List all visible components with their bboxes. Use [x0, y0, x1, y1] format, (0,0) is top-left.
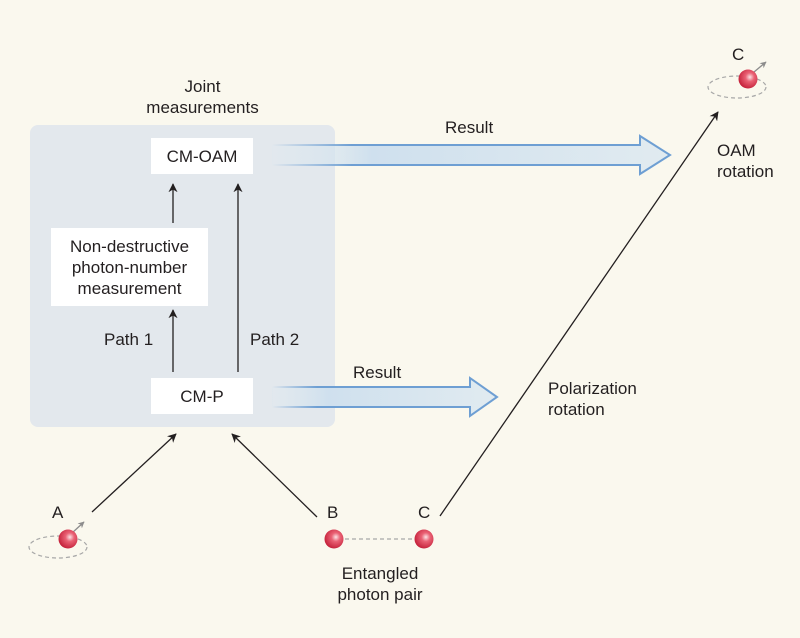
cm-p-label: CM-P — [180, 386, 224, 406]
cm-oam-label: CM-OAM — [166, 146, 238, 166]
photon-c-top-label: C — [732, 45, 745, 64]
non-destructive-measurement-box: Non-destructive photon-number measuremen… — [51, 228, 208, 306]
non-destructive-line3: measurement — [77, 278, 182, 298]
path1-label: Path 1 — [104, 330, 154, 349]
photon-c-bottom-label: C — [418, 503, 431, 522]
result-arrow-bottom — [271, 376, 499, 418]
arrow-b-to-cmp — [231, 433, 318, 518]
oam-line1: OAM — [717, 141, 756, 160]
spin-arrow-c-top — [753, 61, 767, 73]
polarization-line1: Polarization — [548, 379, 637, 398]
entangled-line1: Entangled — [341, 564, 419, 583]
joint-line1: Joint — [184, 77, 221, 96]
cm-oam-box: CM-OAM — [151, 138, 253, 174]
entangled-line2: photon pair — [337, 585, 423, 604]
photon-b-label: B — [327, 503, 339, 522]
photon-c-top — [738, 69, 758, 89]
spin-arrow-a — [71, 521, 85, 534]
orbit-c-top — [707, 75, 767, 99]
photon-b — [324, 529, 344, 549]
entangled-photon-pair-label: Entangled photon pair — [320, 563, 440, 605]
joint-measurements-title: Joint measurements — [140, 76, 265, 118]
photon-c-bottom — [414, 529, 434, 549]
oam-line2: rotation — [717, 162, 774, 181]
arrow-a-to-cmp — [91, 433, 177, 513]
cm-p-box: CM-P — [151, 378, 253, 414]
photon-a-label: A — [52, 503, 64, 522]
arrow-c-to-top — [439, 111, 719, 517]
non-destructive-line2: photon-number — [71, 257, 188, 277]
polarization-rotation-label: Polarization rotation — [548, 378, 637, 420]
oam-rotation-label: OAM rotation — [717, 140, 774, 182]
path2-label: Path 2 — [250, 330, 300, 349]
polarization-line2: rotation — [548, 400, 605, 419]
joint-line2: measurements — [146, 98, 259, 117]
result-label-bottom: Result — [353, 363, 402, 382]
orbit-a — [28, 535, 88, 559]
result-arrow-top — [271, 134, 672, 176]
photon-a — [58, 529, 78, 549]
result-label-top: Result — [445, 118, 494, 137]
non-destructive-line1: Non-destructive — [69, 236, 190, 256]
